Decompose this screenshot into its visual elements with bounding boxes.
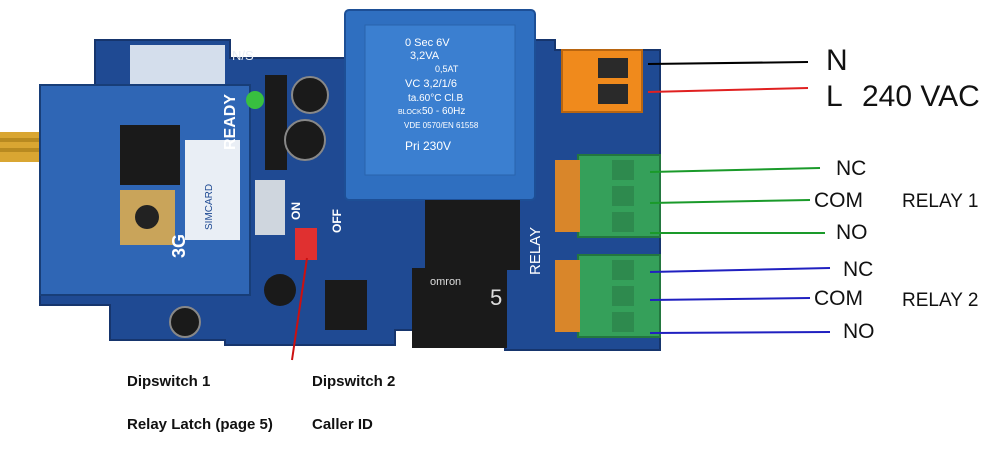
transformer-text-1: 0 Sec 6V	[405, 37, 450, 49]
neutral-label: N	[826, 44, 848, 77]
wire-relay1-nc	[649, 167, 821, 173]
module-3g-label: 3G	[169, 234, 189, 258]
simcard-holder	[185, 140, 240, 240]
voltage-label: 240 VAC	[862, 80, 980, 113]
relay-2	[412, 268, 507, 348]
relay1-com-label: COM	[814, 189, 863, 212]
transformer-text-2: 3,2VA	[410, 50, 440, 62]
ns-label: N/S	[232, 48, 254, 63]
relay2-terminal-base	[555, 260, 580, 332]
wire-relay2-no	[649, 331, 831, 334]
wire-relay2-com	[649, 297, 811, 301]
live-label: L	[826, 80, 843, 113]
relay2-com-label: COM	[814, 287, 863, 310]
off-label: OFF	[330, 209, 344, 233]
dipswitch-pointer	[291, 257, 308, 361]
relay1-nc-label: NC	[836, 157, 867, 180]
buzzer	[264, 274, 296, 306]
crystal	[255, 180, 285, 235]
transformer-text-3: 0,5AT	[435, 64, 459, 74]
transformer-text-5: ta.60°C Cl.B	[408, 93, 463, 104]
capacitor	[169, 306, 201, 338]
dipswitch1-description: Relay Latch (page 5)	[127, 416, 273, 433]
dipswitch2-description: Caller ID	[312, 416, 373, 433]
transformer-text-6: 50 - 60Hz	[422, 106, 465, 117]
relay1-terminal-base	[555, 160, 580, 232]
relay1-title: RELAY 1	[902, 191, 979, 212]
transformer-text-4: VC 3,2/1/6	[405, 78, 457, 90]
dipswitch	[295, 228, 317, 260]
ready-label: READY	[222, 94, 239, 150]
status-led	[246, 91, 264, 109]
pcb-label-area	[130, 45, 225, 85]
dipswitch1-label: Dipswitch 1	[127, 373, 211, 390]
transformer-text-7: VDE 0570/EN 61558	[404, 121, 479, 130]
relay-brand-label: omron	[430, 276, 461, 288]
relay-number-label: 5	[490, 285, 502, 310]
power-screw-l	[598, 84, 628, 104]
on-label: ON	[289, 202, 303, 220]
simcard-label: SIMCARD	[204, 184, 215, 230]
relay2-no-label: NO	[843, 320, 875, 343]
wire-relay2-nc	[649, 267, 831, 273]
capacitor	[284, 119, 326, 161]
power-screw-n	[598, 58, 628, 78]
dipswitch2-label: Dipswitch 2	[312, 373, 396, 390]
ic-strip	[265, 75, 287, 170]
wire-live	[647, 87, 809, 93]
antenna-connector	[0, 132, 40, 162]
wire-neutral	[647, 61, 809, 65]
transformer-text-8: Pri 230V	[405, 139, 451, 153]
transformer-brand: BLOCK	[398, 109, 422, 116]
relay1-no-label: NO	[836, 221, 868, 244]
driver-ic	[325, 280, 367, 330]
transformer-face	[364, 24, 516, 176]
relay-1	[425, 200, 520, 270]
module-chip	[120, 125, 180, 185]
wire-relay1-com	[649, 199, 811, 204]
relay2-title: RELAY 2	[902, 290, 979, 311]
capacitor	[291, 76, 329, 114]
relay-board-label: RELAY	[527, 227, 544, 275]
relay2-nc-label: NC	[843, 258, 874, 281]
